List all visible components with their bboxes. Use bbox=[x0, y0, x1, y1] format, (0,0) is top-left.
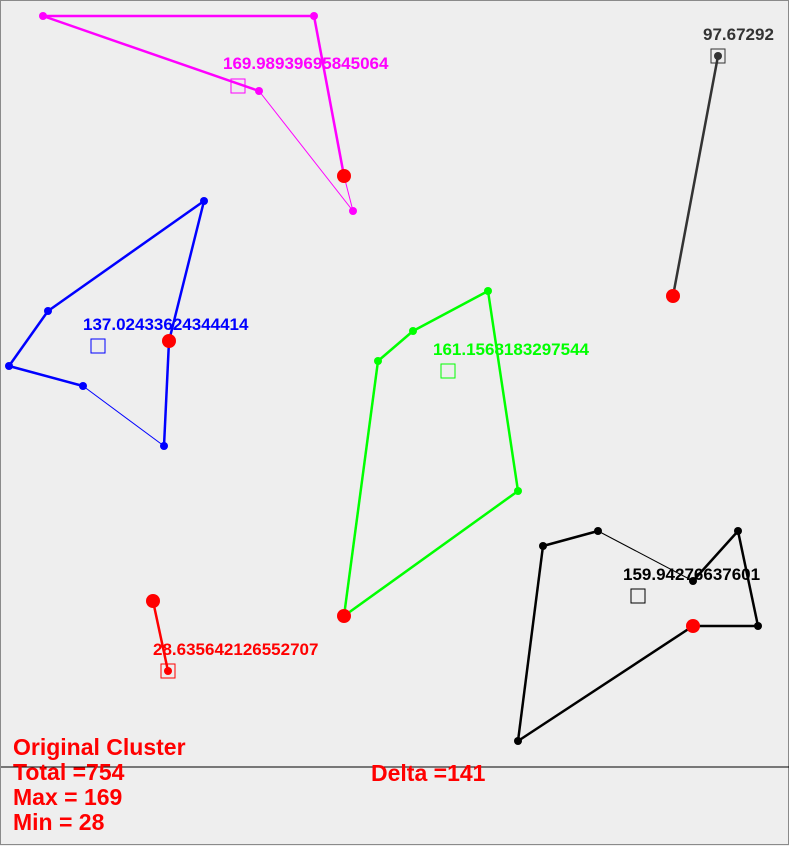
cluster-red: 28.635642126552707 bbox=[146, 594, 318, 679]
cluster-point bbox=[514, 487, 522, 495]
cluster-point bbox=[754, 622, 762, 630]
cluster-edge bbox=[8, 364, 84, 388]
cluster-point bbox=[255, 87, 263, 95]
cluster-point bbox=[44, 307, 52, 315]
stats-delta: Delta =141 bbox=[371, 760, 486, 786]
cluster-blue: 137.02433624344414 bbox=[5, 197, 249, 450]
centroid-marker bbox=[440, 363, 456, 379]
cluster-edge bbox=[343, 489, 519, 618]
cluster-edge bbox=[258, 90, 354, 212]
cluster-magenta: 169.98939695845064 bbox=[39, 12, 389, 215]
stats-panel: Original Cluster Total =754 Max = 169 Mi… bbox=[13, 734, 486, 835]
cluster-point bbox=[310, 12, 318, 20]
cluster-center-marker bbox=[146, 594, 160, 608]
stats-min: Min = 28 bbox=[13, 809, 105, 835]
cluster-edge bbox=[82, 385, 165, 447]
cluster-edge bbox=[692, 530, 739, 582]
cluster-point bbox=[514, 737, 522, 745]
cluster-point bbox=[539, 542, 547, 550]
stats-max: Max = 169 bbox=[13, 784, 122, 810]
cluster-point bbox=[689, 577, 697, 585]
centroid-marker bbox=[160, 663, 176, 679]
cluster-point bbox=[714, 52, 722, 60]
stats-title: Original Cluster bbox=[13, 734, 186, 760]
cluster-edge bbox=[42, 14, 260, 93]
cluster-edge bbox=[736, 530, 760, 627]
cluster-edge bbox=[342, 360, 380, 617]
cluster-edge bbox=[516, 545, 545, 742]
cluster-point bbox=[409, 327, 417, 335]
cluster-score-label: 28.635642126552707 bbox=[153, 640, 318, 659]
cluster-edge bbox=[412, 289, 489, 333]
centroid-marker bbox=[230, 78, 246, 94]
cluster-center-marker bbox=[666, 289, 680, 303]
cluster-point bbox=[164, 667, 172, 675]
cluster-score-label: 161.1568183297544 bbox=[433, 340, 590, 359]
clusters-layer: 169.98939695845064 97.67292 137.0243362434… bbox=[5, 12, 774, 745]
cluster-point bbox=[734, 527, 742, 535]
cluster-edge bbox=[486, 290, 520, 492]
cluster-edge bbox=[671, 55, 720, 297]
cluster-edge bbox=[151, 600, 170, 672]
cluster-edge bbox=[7, 310, 50, 367]
cluster-edge bbox=[162, 340, 171, 447]
cluster-point bbox=[39, 12, 47, 20]
cluster-score-label: 159.94276637601 bbox=[623, 565, 760, 584]
stats-total: Total =754 bbox=[13, 759, 125, 785]
cluster-point bbox=[200, 197, 208, 205]
centroid-marker bbox=[90, 338, 106, 354]
cluster-score-label: 169.98939695845064 bbox=[223, 54, 389, 73]
cluster-center-marker bbox=[337, 609, 351, 623]
cluster-green: 161.1568183297544 bbox=[337, 287, 590, 623]
cluster-point bbox=[349, 207, 357, 215]
centroid-marker bbox=[630, 588, 646, 604]
cluster-point bbox=[5, 362, 13, 370]
cluster-edge bbox=[377, 330, 414, 362]
cluster-edge bbox=[597, 530, 694, 582]
cluster-edge bbox=[517, 624, 694, 743]
cluster-score-label: 137.02433624344414 bbox=[83, 315, 249, 334]
cluster-point bbox=[594, 527, 602, 535]
cluster-edge bbox=[542, 529, 599, 548]
cluster-score-label: 97.67292 bbox=[703, 25, 774, 44]
centroid-marker bbox=[710, 48, 726, 64]
cluster-black: 159.94276637601 bbox=[514, 527, 762, 745]
cluster-edge bbox=[312, 15, 346, 177]
cluster-center-marker bbox=[162, 334, 176, 348]
cluster-center-marker bbox=[686, 619, 700, 633]
cluster-point bbox=[160, 442, 168, 450]
cluster-point bbox=[79, 382, 87, 390]
cluster-edge bbox=[47, 199, 205, 313]
cluster-point bbox=[374, 357, 382, 365]
cluster-point bbox=[484, 287, 492, 295]
cluster-center-marker bbox=[337, 169, 351, 183]
cluster-edge bbox=[167, 200, 206, 342]
cluster-dark-gray: 97.67292 bbox=[666, 25, 774, 303]
